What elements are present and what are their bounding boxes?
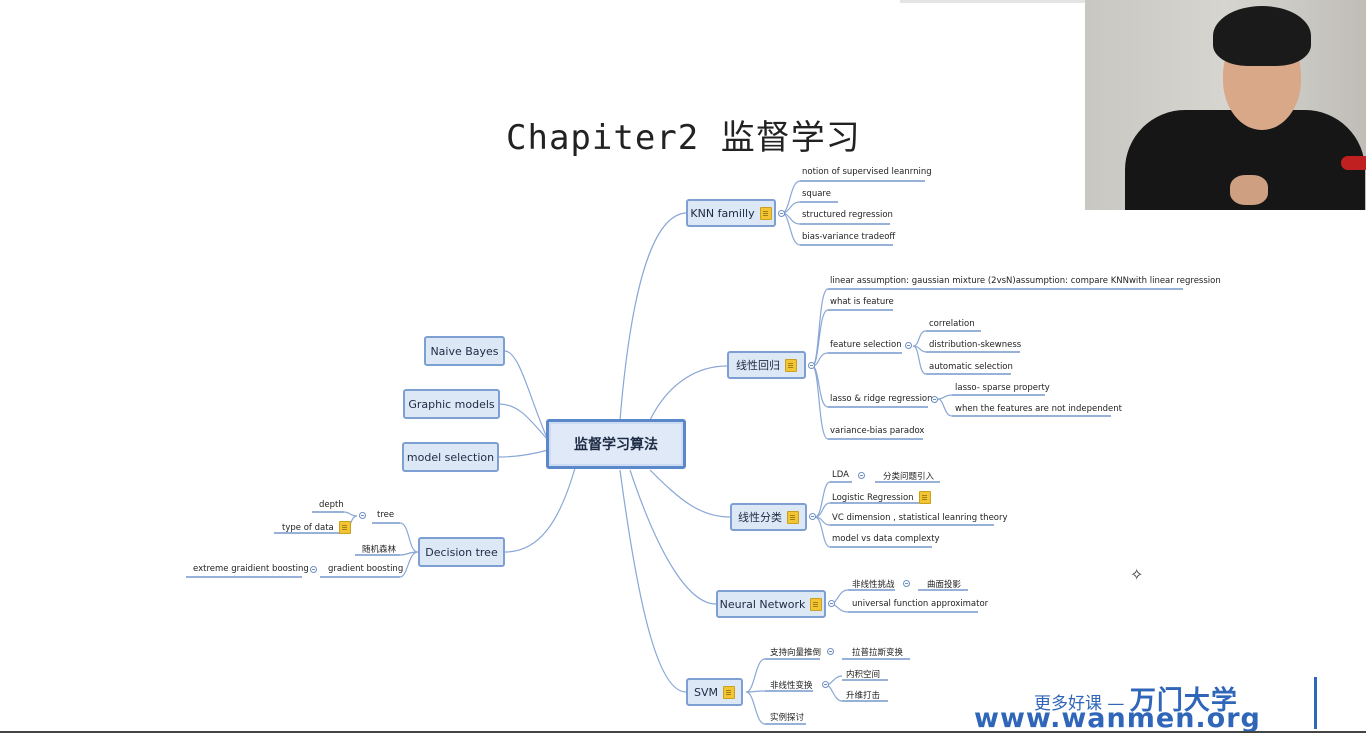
link-linreg	[649, 365, 728, 421]
node-label: SVM	[694, 685, 718, 699]
leaf-lincls-2[interactable]: Logistic Regression	[832, 491, 931, 504]
leaf-nn-2[interactable]: universal function approximator	[852, 599, 989, 609]
node-neural-network[interactable]: Neural Network	[716, 590, 826, 618]
collapse-icon[interactable]	[828, 600, 835, 607]
page-title: Chapiter2 监督学习	[506, 118, 861, 158]
collapse-icon[interactable]	[822, 681, 829, 688]
webcam-person-hand	[1230, 175, 1268, 205]
brand-slogan-text: 更多好课 —	[1034, 694, 1130, 714]
leaf-gradient-boosting[interactable]: gradient boosting	[328, 564, 404, 574]
microphone-icon	[1341, 156, 1366, 170]
link-lincls	[649, 469, 731, 518]
leaf-svm-2a[interactable]: 内积空间	[846, 670, 881, 680]
node-model-selection[interactable]: model selection	[402, 442, 499, 472]
link-knn	[619, 212, 687, 421]
collapse-icon[interactable]	[903, 580, 910, 587]
leaf-linreg-3c[interactable]: automatic selection	[929, 362, 1013, 372]
collapse-icon[interactable]	[858, 472, 865, 479]
leaf-linreg-4a[interactable]: lasso- sparse property	[955, 383, 1050, 393]
center-node[interactable]: 监督学习算法	[546, 419, 686, 469]
collapse-icon[interactable]	[931, 396, 938, 403]
leaf-svm-2b[interactable]: 升维打击	[846, 691, 881, 701]
link-svm	[619, 469, 687, 693]
leaf-linreg-4[interactable]: lasso & ridge regression	[830, 394, 933, 404]
link-nn	[629, 469, 717, 605]
link-naive	[504, 350, 549, 441]
collapse-icon[interactable]	[778, 210, 785, 217]
leaf-nn-1a[interactable]: 曲面投影	[927, 580, 962, 590]
link-graphic	[499, 403, 549, 441]
leaf-label: type of data	[282, 522, 334, 533]
leaf-lincls-1a[interactable]: 分类问题引入	[883, 472, 935, 482]
node-knn[interactable]: KNN familly	[686, 199, 776, 227]
center-node-label: 监督学习算法	[574, 437, 658, 453]
leaf-svm-3[interactable]: 实例探讨	[770, 713, 805, 723]
brand-url: www.wanmen.org	[974, 703, 1261, 734]
leaf-random-forest[interactable]: 随机森林	[362, 545, 397, 555]
note-icon[interactable]	[759, 206, 772, 220]
leaf-svm-1a[interactable]: 拉普拉斯变换	[852, 648, 904, 658]
collapse-icon[interactable]	[905, 342, 912, 349]
link-dtree	[504, 467, 576, 553]
brand-slogan: 更多好课 — 万门大学	[1034, 680, 1238, 717]
node-label: KNN familly	[690, 206, 755, 220]
leaf-knn-2[interactable]: square	[802, 189, 831, 199]
leaf-svm-1[interactable]: 支持向量推倒	[770, 648, 822, 658]
leaf-linreg-1[interactable]: linear assumption: gaussian mixture (2vs…	[830, 276, 1221, 286]
link-modelsel	[498, 449, 549, 458]
node-label: 线性回归	[736, 359, 780, 372]
note-icon[interactable]	[918, 491, 931, 504]
leaf-linreg-3b[interactable]: distribution-skewness	[929, 340, 1022, 350]
cursor-icon: ✧	[1130, 565, 1144, 584]
leaf-linreg-4b[interactable]: when the features are not independent	[955, 404, 1122, 414]
node-label: Neural Network	[719, 597, 806, 611]
collapse-icon[interactable]	[809, 513, 816, 520]
note-icon[interactable]	[787, 510, 799, 524]
brand-divider	[1314, 677, 1317, 729]
note-icon[interactable]	[723, 685, 735, 699]
leaf-type-of-data[interactable]: type of data	[282, 521, 351, 534]
leaf-knn-3[interactable]: structured regression	[802, 210, 893, 220]
leaf-depth[interactable]: depth	[319, 500, 344, 510]
node-graphic-models[interactable]: Graphic models	[403, 389, 500, 419]
webcam-person-hair	[1213, 6, 1311, 66]
leaf-linreg-3[interactable]: feature selection	[830, 340, 902, 350]
bottom-border	[0, 731, 1366, 733]
node-label: Decision tree	[425, 545, 498, 559]
webcam-overlay	[1085, 0, 1366, 210]
node-label: Graphic models	[408, 397, 495, 411]
leaf-lincls-3[interactable]: VC dimension , statistical leanring theo…	[832, 513, 1008, 523]
note-icon[interactable]	[785, 358, 797, 372]
note-icon[interactable]	[338, 521, 351, 534]
collapse-icon[interactable]	[310, 566, 317, 573]
leaf-linreg-2[interactable]: what is feature	[830, 297, 894, 307]
leaf-knn-4[interactable]: bias-variance tradeoff	[802, 232, 896, 242]
top-bar	[900, 0, 1188, 3]
node-label: 线性分类	[738, 511, 782, 524]
collapse-icon[interactable]	[827, 648, 834, 655]
node-linear-regression[interactable]: 线性回归	[727, 351, 806, 379]
collapse-icon[interactable]	[808, 362, 815, 369]
leaf-label: Logistic Regression	[832, 492, 914, 503]
leaf-linreg-3a[interactable]: correlation	[929, 319, 975, 329]
brand-name: 万门大学	[1129, 686, 1238, 716]
node-linear-classification[interactable]: 线性分类	[730, 503, 807, 531]
leaf-xgboost[interactable]: extreme graidient boosting	[193, 564, 309, 574]
leaf-knn-1[interactable]: notion of supervised leanrning	[802, 167, 932, 177]
node-svm[interactable]: SVM	[686, 678, 743, 706]
leaf-svm-2[interactable]: 非线性变换	[770, 681, 813, 691]
node-decision-tree[interactable]: Decision tree	[418, 537, 505, 567]
collapse-icon[interactable]	[359, 512, 366, 519]
leaf-linreg-5[interactable]: variance-bias paradox	[830, 426, 925, 436]
leaf-lincls-1[interactable]: LDA	[832, 470, 849, 480]
leaf-nn-1[interactable]: 非线性挑战	[852, 580, 895, 590]
node-naive-bayes[interactable]: Naive Bayes	[424, 336, 505, 366]
note-icon[interactable]	[810, 597, 823, 611]
node-label: Naive Bayes	[430, 344, 499, 358]
node-label: model selection	[406, 450, 495, 464]
leaf-tree[interactable]: tree	[377, 510, 395, 520]
leaf-lincls-4[interactable]: model vs data complexty	[832, 534, 940, 544]
